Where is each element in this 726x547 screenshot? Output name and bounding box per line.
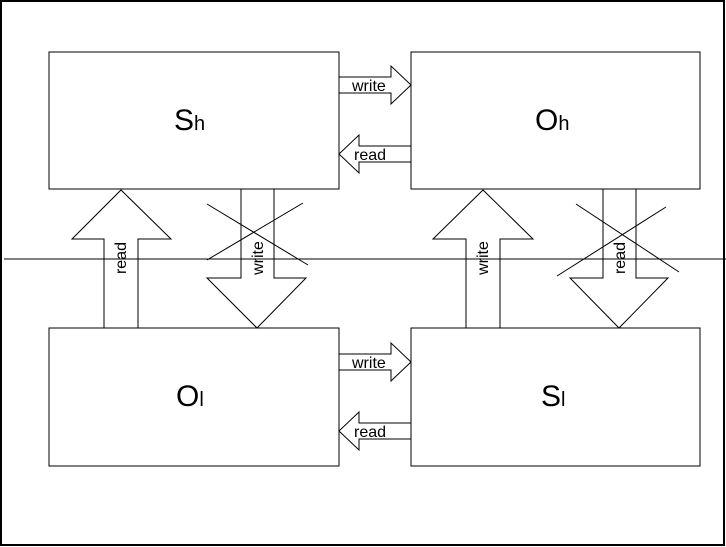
arrow-top-read-label: read	[354, 147, 386, 164]
arrow-top-write-label: write	[351, 78, 386, 95]
arrow-right-up-write-label: write	[475, 241, 492, 276]
box-sh-label: Sh	[174, 104, 205, 137]
box-ol-label: Ol	[176, 380, 204, 413]
box-oh: Oh	[410, 51, 701, 190]
left-down-cross-line-a	[206, 203, 309, 266]
left-down-cross-line-b	[206, 202, 304, 261]
box-sl-label: Sl	[541, 380, 565, 413]
box-oh-label: Oh	[535, 104, 569, 137]
box-sh: Sh	[48, 51, 340, 190]
arrow-bottom-write: write	[338, 341, 412, 383]
arrow-left-up-read-label: read	[113, 242, 130, 274]
arrow-bottom-read: read	[338, 410, 412, 452]
arrow-top-write: write	[338, 64, 412, 106]
right-down-cross-line-a	[575, 203, 680, 273]
arrow-left-down-write-label: write	[250, 241, 267, 276]
arrow-top-read: read	[338, 133, 412, 175]
arrow-right-down-read-label: read	[612, 242, 629, 274]
arrow-bottom-read-label: read	[354, 424, 386, 441]
arrow-bottom-write-label: write	[351, 355, 386, 372]
box-ol: Ol	[48, 327, 340, 467]
box-sl: Sl	[410, 327, 701, 467]
right-down-cross-line-b	[556, 206, 667, 277]
